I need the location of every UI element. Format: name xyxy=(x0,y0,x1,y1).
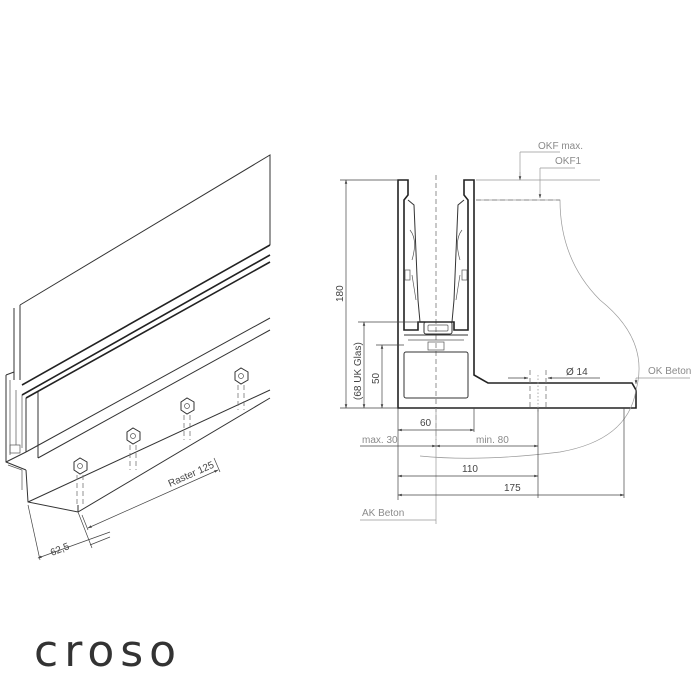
base-plate xyxy=(5,375,271,513)
max-30-dim: max. 30 xyxy=(362,435,398,446)
raster-label: Raster 125 xyxy=(167,460,217,490)
hole-diameter-label: Ø 14 xyxy=(566,367,588,378)
uk-glass-dim: (68 UK Glas) xyxy=(353,342,364,400)
ak-beton-label: AK Beton xyxy=(362,508,404,519)
okf-max-label: OKF max. xyxy=(538,141,583,152)
min-80-dim: min. 80 xyxy=(476,435,509,446)
glass-panel xyxy=(19,154,271,380)
concrete-outline xyxy=(419,199,640,459)
profile-chamber xyxy=(403,351,469,399)
profile-top-rail xyxy=(21,244,271,399)
okf1-label: OKF1 xyxy=(555,156,582,167)
anchor-bolt xyxy=(73,457,88,505)
ok-beton-label: OK Beton xyxy=(648,366,691,377)
base-height-dim: 50 xyxy=(371,372,382,384)
height-dim: 180 xyxy=(335,285,346,302)
section-view: OKF max. OKF1 OK Beton AK Beton Ø 14 180… xyxy=(335,141,691,524)
edge-offset-label: 62,5 xyxy=(49,541,72,559)
profile-width-dim: 60 xyxy=(420,418,432,429)
w110-dim: 110 xyxy=(462,464,478,475)
anchor-bolt xyxy=(180,397,195,440)
profile-section xyxy=(397,179,637,409)
anchor-bolt xyxy=(126,427,141,470)
w175-dim: 175 xyxy=(504,483,521,494)
brand-logo: croso xyxy=(34,626,182,677)
anchor-bolt xyxy=(234,367,249,410)
isometric-view: Raster 125 62,5 xyxy=(5,154,271,561)
